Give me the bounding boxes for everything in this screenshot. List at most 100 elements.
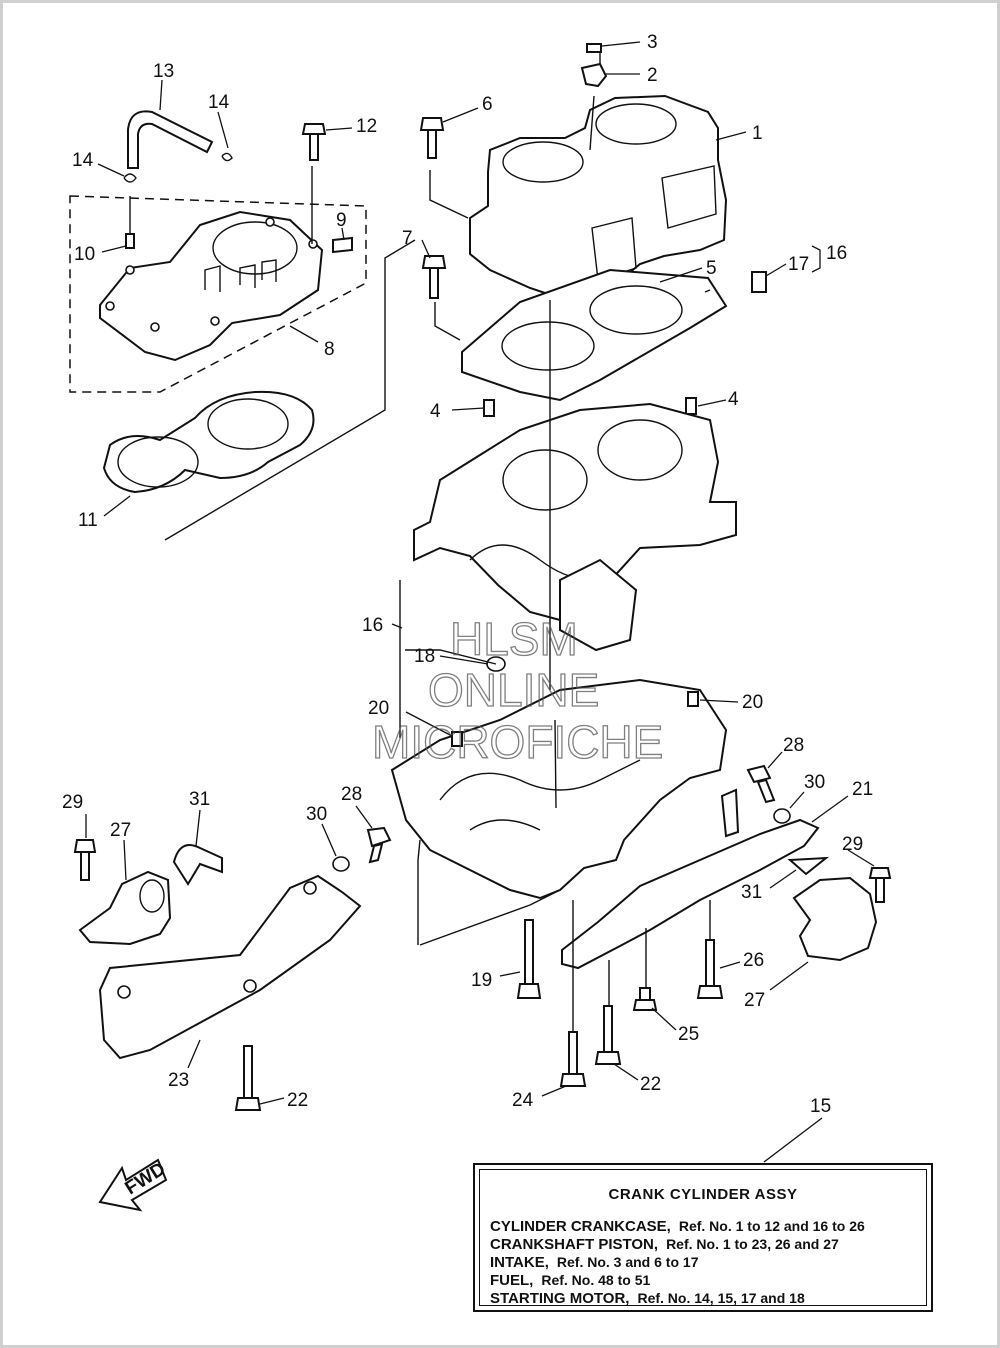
assembly-lines-small [129, 52, 601, 244]
legend-row-refs: Ref. No. 1 to 12 and 16 to 26 [678, 1218, 865, 1234]
hole [243, 979, 257, 993]
leader-24 [541, 1085, 567, 1097]
crank-bore-left [502, 449, 588, 511]
callout-25: 25 [678, 1024, 699, 1045]
callout-9: 9 [336, 210, 347, 231]
bolt-26 [696, 939, 724, 999]
legend-row: STARTING MOTOR,Ref. No. 14, 15, 17 and 1… [490, 1290, 805, 1308]
leader-8 [289, 325, 319, 343]
bolt-12 [301, 123, 327, 161]
legend-row: CYLINDER CRANKCASE,Ref. No. 1 to 12 and … [490, 1218, 865, 1236]
shim-31-left [172, 844, 223, 886]
callout-6: 6 [482, 94, 493, 115]
callout-8: 8 [324, 339, 335, 360]
base-gasket-bore-left [501, 321, 595, 371]
callout-14-lower: 14 [72, 150, 94, 171]
callout-28-left: 28 [341, 784, 362, 805]
leader-20-left [405, 711, 453, 737]
leader-18 [439, 655, 489, 665]
washer-30-right [773, 808, 791, 824]
legend-row-name: INTAKE, [490, 1254, 549, 1271]
legend-row-name: FUEL, [490, 1272, 534, 1289]
callout-26: 26 [743, 950, 764, 971]
bolt-25 [632, 987, 658, 1011]
leader-4-left [451, 407, 485, 411]
callout-1: 1 [752, 123, 763, 144]
callout-12: 12 [356, 116, 377, 137]
leader-17 [765, 263, 787, 277]
crankcase-boss [559, 558, 638, 652]
cylinder-block-1 [469, 94, 728, 300]
hole [303, 881, 317, 895]
callout-30-left: 30 [306, 804, 327, 825]
leader-29-right [847, 849, 875, 867]
dowel-20-left [451, 731, 463, 747]
bolt-19 [516, 919, 542, 999]
leader-23 [187, 1039, 201, 1069]
base-gasket-bore-right [589, 285, 683, 335]
crank-bore-right [597, 419, 683, 481]
leader-4-right [697, 399, 727, 407]
callout-24: 24 [512, 1090, 534, 1111]
callout-22-left: 22 [287, 1090, 308, 1111]
callout-5: 5 [706, 258, 717, 279]
leader-14b [97, 163, 125, 177]
leader-9 [341, 227, 345, 241]
leader-10 [101, 245, 127, 253]
watermark-line-2: ONLINE [428, 664, 599, 716]
assembly-lines-upper [164, 170, 711, 541]
base-gasket-5 [461, 268, 728, 402]
lower-crankcase-webs [439, 759, 641, 831]
callout-29-left: 29 [62, 792, 83, 813]
screw-3 [586, 43, 602, 53]
leader-13 [159, 79, 163, 111]
callout-21: 21 [852, 779, 873, 800]
callout-2: 2 [647, 65, 658, 86]
bolt-7 [421, 255, 447, 299]
assembly-lines-lower [399, 580, 561, 946]
bolt-28-right [746, 764, 776, 804]
callout-20-right: 20 [742, 692, 763, 713]
leader-20-right [699, 699, 739, 703]
leader-25 [651, 1007, 677, 1031]
hole [117, 985, 131, 999]
assembly-lines-vertical [549, 300, 711, 1032]
dowel-4-left [483, 399, 495, 417]
leader-7 [421, 239, 431, 259]
watermark-line-3: MICROFICHE [372, 716, 663, 768]
callout-18: 18 [414, 646, 435, 667]
shim-31-right [787, 856, 830, 876]
leader-31-left [195, 809, 201, 847]
leader-19 [499, 971, 521, 977]
dowel-pin-10 [125, 233, 135, 249]
leader-28-right [767, 751, 783, 769]
callout-16-lower: 16 [362, 615, 383, 636]
engine-mount-27-left [78, 870, 172, 946]
legend-row: INTAKE,Ref. No. 3 and 6 to 17 [490, 1254, 698, 1272]
bracket-tab [720, 788, 740, 838]
callout-31-right: 31 [741, 882, 762, 903]
callout-16-upper: 16 [826, 243, 847, 264]
legend-row-refs: Ref. No. 48 to 51 [541, 1272, 651, 1288]
callout-20-left: 20 [368, 698, 389, 719]
leader-6 [442, 107, 479, 123]
legend-row: FUEL, Ref. No. 48 to 51 [490, 1272, 650, 1290]
callout-31-left: 31 [189, 789, 210, 810]
hole [308, 239, 318, 249]
hole [150, 322, 160, 332]
washer-30-left [332, 856, 350, 872]
callout-7: 7 [402, 228, 413, 249]
callout-4-right: 4 [728, 389, 739, 410]
leader-16 [391, 623, 403, 629]
callout-29-right: 29 [842, 834, 863, 855]
dowel-20-right [687, 691, 699, 707]
leader-21 [811, 795, 849, 823]
callout-10: 10 [74, 244, 95, 265]
leader-30-left [321, 823, 337, 857]
upper-crankcase [413, 402, 737, 622]
leader-28-left [355, 805, 373, 829]
leader-11 [103, 495, 131, 517]
mount-bracket-23 [98, 874, 362, 1060]
group-box-dashed [69, 195, 367, 393]
legend-row-name: CRANKSHAFT PISTON, [490, 1236, 659, 1253]
